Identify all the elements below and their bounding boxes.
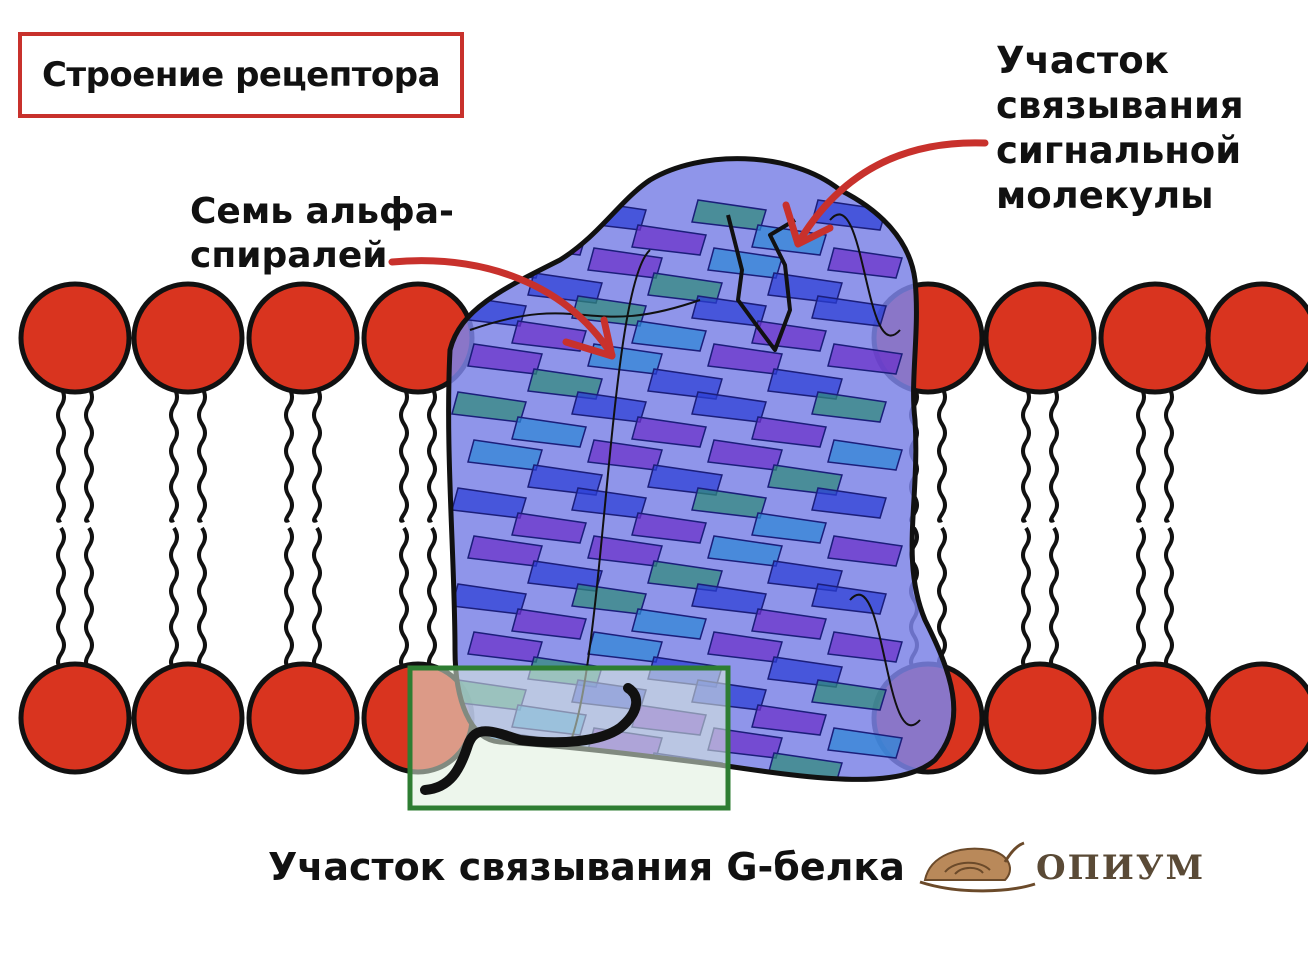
lipid-tail	[939, 388, 945, 521]
binding-site-label: Участок связывания сигнальной молекулы	[996, 38, 1244, 219]
lipid-tail	[1051, 528, 1057, 668]
lipid-tail	[171, 388, 177, 521]
lipid-tail	[429, 528, 435, 668]
logo-text: ОПИУМ	[1036, 848, 1205, 888]
phospholipid-head	[1101, 284, 1209, 392]
lipid-tail	[199, 528, 205, 668]
lipid-tail	[1166, 528, 1172, 668]
lipid-tail	[58, 528, 64, 668]
seven-helices-line: спиралей	[190, 234, 454, 278]
phospholipid-head	[134, 284, 242, 392]
seven-helices-line: Семь альфа-	[190, 190, 454, 234]
binding-site-line: молекулы	[996, 173, 1244, 218]
lipid-tail	[171, 528, 177, 668]
phospholipid-head	[986, 664, 1094, 772]
lipid-tail	[286, 528, 292, 668]
lipid-tail	[401, 528, 407, 668]
lipid-tail	[1023, 528, 1029, 668]
seven-helices-label: Семь альфа- спиралей	[190, 190, 454, 278]
lipid-tail	[58, 388, 64, 521]
binding-site-line: связывания	[996, 83, 1244, 128]
phospholipid-head	[1208, 664, 1308, 772]
lipid-tail	[401, 388, 407, 521]
phospholipid-head	[21, 284, 129, 392]
binding-site-line: сигнальной	[996, 128, 1244, 173]
helix-segment	[452, 200, 526, 230]
phospholipid-head	[249, 664, 357, 772]
phospholipid-head	[21, 664, 129, 772]
lipid-tail	[429, 388, 435, 521]
title-box: Строение рецептора	[18, 32, 464, 118]
lipid-tail	[286, 388, 292, 521]
lipid-tail	[86, 528, 92, 668]
lipid-tail	[86, 388, 92, 521]
lipid-tail	[1138, 388, 1144, 521]
page-title: Строение рецептора	[42, 55, 440, 95]
phospholipid-head	[1208, 284, 1308, 392]
lipid-tail	[1166, 388, 1172, 521]
phospholipid-head	[249, 284, 357, 392]
phospholipid-head	[986, 284, 1094, 392]
phospholipid-head	[1101, 664, 1209, 772]
g-protein-site-label: Участок связывания G-белка	[268, 844, 905, 890]
lipid-tail	[314, 528, 320, 668]
binding-site-line: Участок	[996, 38, 1244, 83]
lipid-tail	[1051, 388, 1057, 521]
lipid-tail	[1023, 388, 1029, 521]
lipid-tail	[199, 388, 205, 521]
phospholipid-head	[134, 664, 242, 772]
lipid-tail	[314, 388, 320, 521]
logo-snail-icon	[920, 843, 1035, 891]
lipid-tail	[1138, 528, 1144, 668]
